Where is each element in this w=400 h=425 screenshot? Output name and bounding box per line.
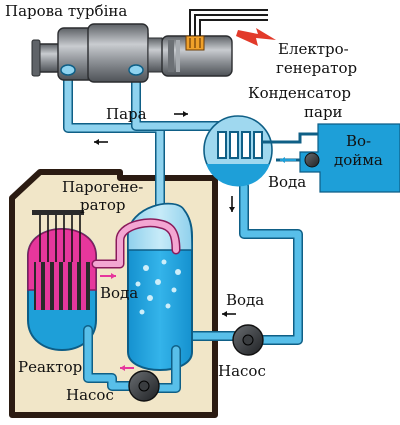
reactor-coolant-pump <box>128 370 160 402</box>
label-condenser-2: пари <box>304 103 343 121</box>
feedwater-pump <box>232 324 264 356</box>
label-generator-2: генератор <box>276 59 357 77</box>
reservoir <box>299 123 400 193</box>
label-condenser-1: Конденсатор <box>248 84 351 102</box>
steam-condenser <box>203 115 318 187</box>
steam-pipe-to-generator <box>63 63 165 213</box>
label-water-right: Вода <box>226 291 264 309</box>
label-steam-generator-1: Парогене- <box>62 178 143 196</box>
label-water-inner: Вода <box>100 284 138 302</box>
label-steam-generator-2: ратор <box>80 196 125 214</box>
electricity-icon <box>236 28 276 46</box>
label-water-condenser: Вода <box>268 173 306 191</box>
label-reservoir-2: дойма <box>334 151 383 169</box>
electric-generator <box>161 9 268 77</box>
water-return-pipe <box>181 181 303 345</box>
label-reactor: Реактор <box>18 358 82 376</box>
reactor-vessel <box>27 210 97 351</box>
primary-loop-hot-leg <box>91 218 181 269</box>
label-reservoir-1: Во- <box>346 132 371 150</box>
label-pump-right: Насос <box>218 362 266 380</box>
steam-turbine <box>31 23 163 83</box>
label-turbine: Парова турбіна <box>5 2 127 20</box>
label-generator-1: Електро- <box>278 40 349 58</box>
primary-loop-cold-leg <box>83 325 181 393</box>
label-pump-bottom: Насос <box>66 386 114 404</box>
flow-arrows <box>94 111 296 371</box>
label-steam: Пара <box>106 105 147 123</box>
